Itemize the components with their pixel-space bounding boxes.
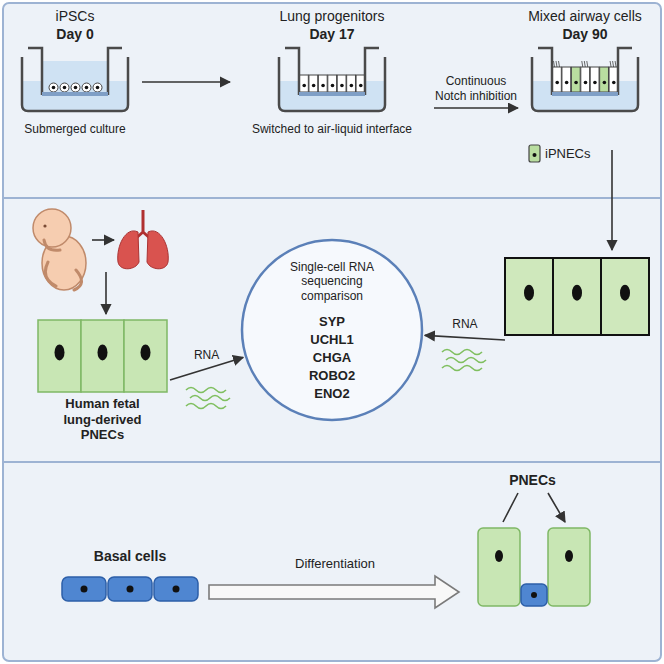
- node-text: Submerged culture: [10, 122, 140, 136]
- culture-stage: Mixed airway cellsDay 90: [520, 4, 650, 124]
- node-heading: PNECs: [465, 472, 600, 489]
- transwell: [532, 48, 638, 111]
- lung-figure: [118, 210, 169, 269]
- node-text: Day 17: [232, 26, 432, 43]
- basal-cells: [62, 577, 198, 601]
- panel-divider: [3, 198, 661, 462]
- node-heading: iPNECs: [545, 146, 591, 162]
- pointer-arrow: [105, 272, 107, 314]
- pointer-arrow: [92, 239, 114, 241]
- node-heading: iPSCs: [10, 8, 140, 25]
- node-heading: Human fetal lung-derived PNECs: [51, 396, 155, 443]
- cell-group: Basal cells: [55, 548, 205, 608]
- ipnec-icon: [529, 145, 540, 162]
- edge-label: RNA: [450, 317, 479, 331]
- fetus-figure: [33, 209, 86, 290]
- transwell: [22, 48, 128, 111]
- node-heading: Lung progenitors: [232, 8, 432, 25]
- pointer-arrow: [611, 150, 613, 250]
- cell-group: Human fetal lung-derived PNECs: [35, 318, 170, 446]
- ipnec-cells: [505, 258, 649, 335]
- comparison-circle: Single-cell RNA sequencing comparisonSYP…: [240, 238, 424, 422]
- culture-stage: Lung progenitorsDay 17 Switched to air-li…: [232, 4, 432, 144]
- cell-group: iPNECs: [495, 140, 655, 340]
- pointer-arrow: [503, 493, 565, 522]
- connector: [434, 107, 518, 109]
- connector: [425, 335, 505, 340]
- node-text: UCHL1: [240, 332, 424, 348]
- cell-group: PNECs: [465, 472, 600, 612]
- panel-frame: [3, 3, 661, 661]
- transwell: [279, 48, 385, 111]
- node-text: CHGA: [240, 350, 424, 366]
- node-text: ROBO2: [240, 368, 424, 384]
- node-heading: Basal cells: [55, 548, 205, 565]
- node-text: ENO2: [240, 386, 424, 402]
- connector: [142, 81, 230, 83]
- culture-stage: iPSCsDay 0 Submerged culture: [10, 4, 140, 144]
- node-text: Day 90: [520, 26, 650, 43]
- node-text: Day 0: [10, 26, 140, 43]
- pnec-cells: [478, 528, 590, 606]
- block-arrow: [209, 576, 459, 608]
- node-heading: Mixed airway cells: [520, 8, 650, 25]
- node-text: SYP: [240, 314, 424, 330]
- fetal-pnec-cells: [38, 320, 167, 392]
- node-text: Switched to air-liquid interface: [232, 122, 432, 136]
- rna-strands: [186, 350, 486, 409]
- node-heading: Single-cell RNA sequencing comparison: [276, 260, 388, 303]
- edge-label: Continuous Notch inhibition: [427, 74, 526, 103]
- edge-label: RNA: [192, 348, 221, 362]
- edge-label: Differentiation: [293, 556, 377, 572]
